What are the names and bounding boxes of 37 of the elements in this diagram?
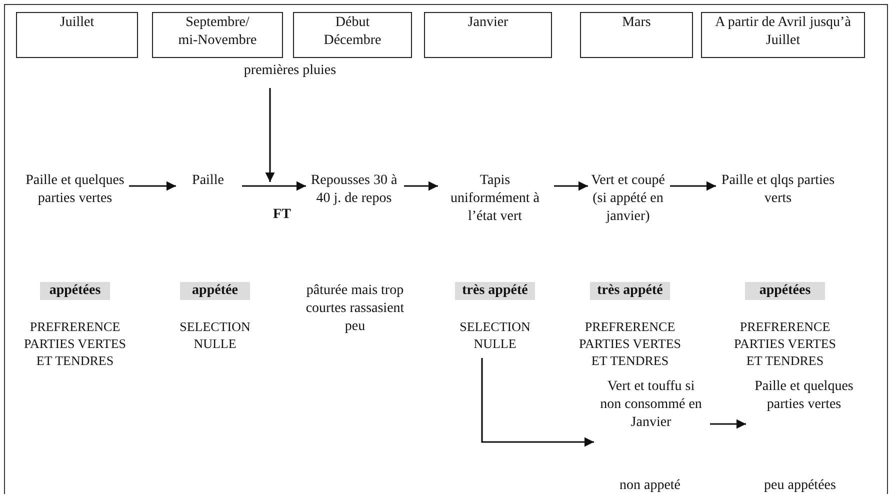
arrow: [242, 181, 306, 191]
arrow: [554, 181, 588, 191]
state-text: Paille et quelques parties vertes: [25, 172, 125, 232]
highlighted-label: très appété: [455, 282, 535, 300]
state-text: Tapis uniformément à l’état vert: [440, 172, 550, 226]
highlighted-label: très appété: [590, 282, 670, 300]
highlighted-label: appétée: [180, 282, 250, 300]
month-box: Janvier: [424, 12, 552, 58]
arrow: [265, 88, 275, 182]
arrow: [710, 419, 746, 429]
highlighted-label: appétées: [745, 282, 825, 300]
arrow: [129, 181, 176, 191]
text-label: FT: [272, 206, 292, 224]
arrow: [404, 181, 438, 191]
text-label: pâturée mais trop courtes rassasient peu: [304, 282, 406, 336]
text-label: PREFRERENCE PARTIES VERTES ET TENDRES: [22, 318, 128, 369]
text-label: PREFRERENCE PARTIES VERTES ET TENDRES: [578, 318, 682, 369]
text-label: non appeté: [618, 477, 682, 495]
text-label: SELECTION NULLE: [178, 318, 252, 352]
state-text: SELECTION NULLE: [445, 318, 545, 352]
month-box: A partir de Avril jusqu’à Juillet: [701, 12, 865, 58]
month-box: Juillet: [16, 12, 138, 58]
arrow: [670, 181, 716, 191]
state-text: Paille: [178, 172, 238, 194]
text-label: PREFRERENCE PARTIES VERTES ET TENDRES: [732, 318, 838, 369]
text-label: peu appétées: [763, 477, 837, 495]
state-text: Vert et touffu si non consommé en Janvier: [596, 378, 706, 438]
state-text: Paille et quelques parties vertes: [748, 378, 860, 438]
arrow: [481, 358, 594, 447]
state-text: Repousses 30 à 40 j. de repos: [308, 172, 400, 232]
state-text: premières pluies: [225, 62, 355, 84]
month-box: Mars: [580, 12, 693, 58]
highlighted-label: appétées: [40, 282, 110, 300]
state-text: Vert et coupé (si appété en janvier): [590, 172, 666, 252]
state-text: Paille et qlqs parties verts: [718, 172, 838, 214]
month-box: Septembre/ mi-Novembre: [152, 12, 283, 58]
month-box: Début Décembre: [293, 12, 412, 58]
